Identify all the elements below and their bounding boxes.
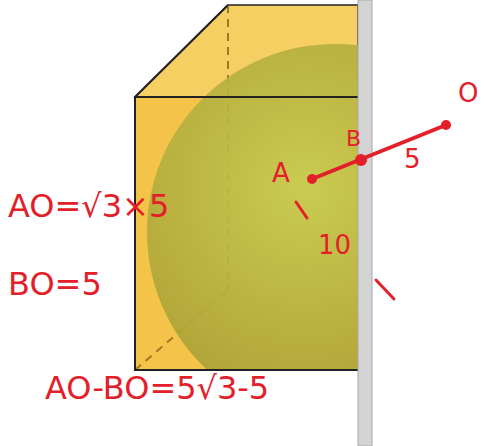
dimension-label: 5 bbox=[404, 146, 421, 172]
dimension-tick bbox=[296, 202, 307, 218]
formula-text: AO=√3×5 bbox=[8, 190, 169, 222]
radius-line bbox=[312, 125, 446, 179]
dimension-label: 10 bbox=[318, 232, 351, 258]
box-edge bbox=[135, 97, 358, 370]
point-dot bbox=[307, 174, 317, 184]
formula-text: AO-BO=5√3-5 bbox=[45, 372, 269, 404]
point-dot bbox=[441, 120, 451, 130]
sphere bbox=[147, 44, 485, 420]
box-edge bbox=[135, 5, 228, 97]
point-label: O bbox=[458, 80, 478, 106]
point-label: B bbox=[346, 128, 361, 150]
window-bar bbox=[358, 0, 372, 446]
point-dot bbox=[355, 154, 367, 166]
formula-text: BO=5 bbox=[8, 268, 102, 300]
dimension-tick bbox=[376, 280, 394, 299]
point-label: A bbox=[272, 160, 290, 186]
